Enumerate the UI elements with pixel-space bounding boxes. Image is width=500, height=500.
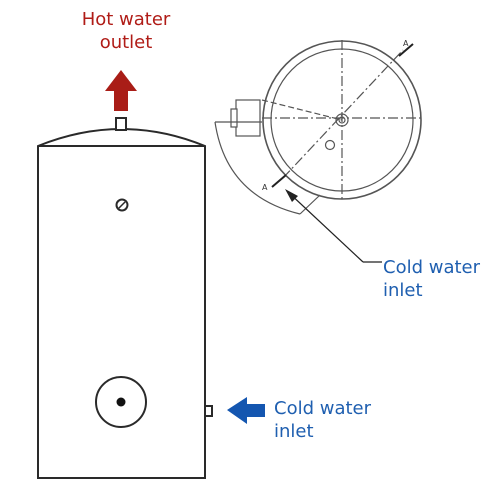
top-view-side-boss-cap [230, 108, 238, 128]
cold-water-inlet-top-label: Cold water inlet [383, 256, 480, 302]
tank-front-view [37, 117, 213, 479]
top-view-diagonal-axis [282, 49, 404, 179]
top-view-dimension-tick-bottom [299, 194, 321, 215]
top-view-hot-outlet-port-inner [338, 116, 346, 124]
cold-water-inlet-side-label-line2: inlet [274, 421, 314, 442]
inspection-flange-center [116, 397, 126, 407]
cold-inlet-leader-line [286, 190, 364, 263]
thermostat-dial [115, 198, 129, 212]
inspection-flange [95, 376, 147, 428]
section-line-left [271, 174, 287, 188]
top-view-dimension-arc [214, 121, 301, 215]
section-line-top [398, 43, 414, 57]
section-mark-left: A [262, 183, 268, 192]
cold-water-inlet-side-label-line1: Cold water [274, 398, 372, 419]
hot-water-outlet-label: Hot water outlet [70, 8, 182, 54]
cold-inlet-leader-arrowhead [285, 189, 298, 202]
hot-water-arrow-icon [105, 70, 137, 111]
top-view-radial-axis [261, 99, 343, 121]
thermostat-dial-mark [118, 201, 126, 209]
hot-water-outlet-pipe [115, 117, 127, 131]
tank-top-view: A A [214, 39, 422, 263]
top-view-secondary-port [324, 139, 336, 151]
top-view-hot-outlet-port [335, 113, 349, 127]
cold-water-inlet-top-label-line2: inlet [383, 280, 423, 301]
cold-water-inlet-pipe [204, 405, 213, 417]
cold-water-inlet-side-label: Cold water inlet [274, 397, 371, 443]
top-view-side-boss [235, 99, 261, 137]
section-mark-top: A [403, 39, 409, 48]
hot-water-outlet-label-line1: Hot water [81, 9, 171, 30]
cold-water-inlet-top-label-line1: Cold water [383, 257, 481, 278]
tank-body-outline [37, 128, 206, 479]
hot-water-outlet-label-line2: outlet [99, 32, 153, 53]
cold-water-side-arrow-icon [227, 397, 265, 424]
